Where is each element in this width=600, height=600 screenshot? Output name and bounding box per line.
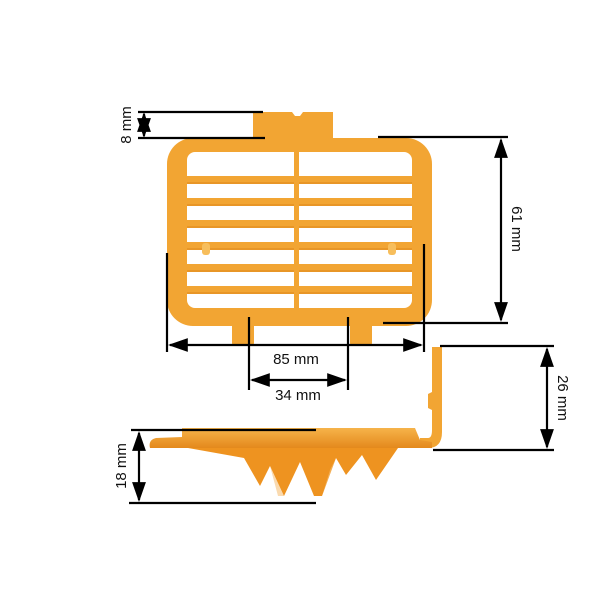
bottom-tab-left xyxy=(232,312,254,346)
center-rib xyxy=(294,152,299,308)
dimension-lines xyxy=(129,110,554,505)
peg-left xyxy=(202,243,210,255)
bottom-tab-right xyxy=(350,312,372,346)
side-pleats xyxy=(188,448,398,496)
dim-label-width: 85 mm xyxy=(273,351,319,368)
filter-side-view xyxy=(149,347,442,496)
grille-slats xyxy=(187,176,412,294)
dim-label-height: 61 mm xyxy=(508,206,525,252)
dim-label-depth: 18 mm xyxy=(113,443,130,489)
peg-right xyxy=(388,243,396,255)
top-tab xyxy=(253,112,333,142)
dim-label-side-tab-height: 26 mm xyxy=(554,375,571,421)
filter-top-view xyxy=(167,112,432,346)
dim-label-tab-spacing: 34 mm xyxy=(275,387,321,404)
dim-label-tab-height: 8 mm xyxy=(118,106,135,144)
filter-media xyxy=(187,152,412,308)
side-vertical-tab xyxy=(420,347,442,448)
side-base-plate xyxy=(149,428,432,448)
